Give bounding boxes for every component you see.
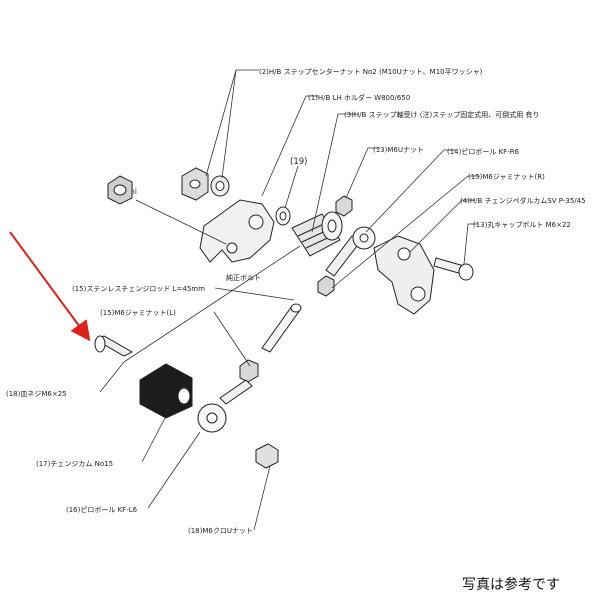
pillow-ball-l6-part bbox=[197, 379, 253, 433]
jam-nut-r-part bbox=[317, 275, 335, 297]
pillow-ball-r6-part bbox=[325, 226, 376, 277]
leader-lines bbox=[99, 69, 480, 531]
change-pedal-cam-part bbox=[373, 235, 435, 315]
label-cap-nut: (18)M6クロUナット bbox=[188, 527, 253, 535]
label-step-bearing: (3)H/B ステップ軸受け (注)ステップ固定式用、可倒式用 有り bbox=[344, 110, 539, 119]
label-center-nut: (2)H/B ステップセンターナット No2 (M10Uナット、M10平ワッシャ… bbox=[259, 67, 483, 76]
ring-19-part bbox=[275, 206, 291, 226]
lh-holder-part bbox=[199, 199, 275, 263]
label-m6u-nut: (13)M6Uナット bbox=[373, 146, 424, 154]
label-change-cam: (17)チェンジカム No15 bbox=[36, 460, 113, 468]
red-arrow bbox=[9, 231, 91, 342]
label-flat-screw: (18)皿ネジM6×25 bbox=[6, 390, 67, 398]
label-jam-nut-r: (15)M6ジャミナット(R) bbox=[468, 173, 545, 181]
cap-nut-part bbox=[255, 443, 279, 469]
label-pillow-l6: (16)ピロボール KF-L6 bbox=[66, 506, 138, 514]
label-lh-holder: (1)H/B LH ホルダー W800/650 bbox=[308, 93, 410, 102]
m6u-nut-part bbox=[335, 195, 353, 217]
center-nut-part bbox=[107, 175, 133, 205]
label-rod: (15)ステンレスチェンジロッド L=45mm bbox=[72, 285, 205, 293]
label-cap-bolt: (13)丸キャップボルト M6×22 bbox=[473, 220, 571, 229]
change-cam-part bbox=[139, 363, 193, 419]
flat-screw-part bbox=[94, 335, 134, 357]
step-bearing-part bbox=[291, 211, 343, 257]
label-jam-nut-l: (15)M6ジャミナット(L) bbox=[100, 309, 176, 317]
label-part-19: (19) bbox=[290, 157, 307, 167]
change-rod-part bbox=[261, 303, 302, 353]
label-genuine-bolt: 純正ボルト bbox=[226, 273, 261, 282]
nut-washer-part bbox=[181, 167, 230, 201]
label-change-pedal: (4)H/B チェンジペダルカムSV P-35/45 bbox=[460, 196, 586, 205]
reference-photo-note: 写真は参考です bbox=[462, 577, 560, 593]
jam-nut-l-part bbox=[239, 359, 259, 383]
cap-bolt-part bbox=[433, 257, 474, 281]
label-pillow-r6: (14)ピロボール KF-R6 bbox=[447, 148, 520, 156]
